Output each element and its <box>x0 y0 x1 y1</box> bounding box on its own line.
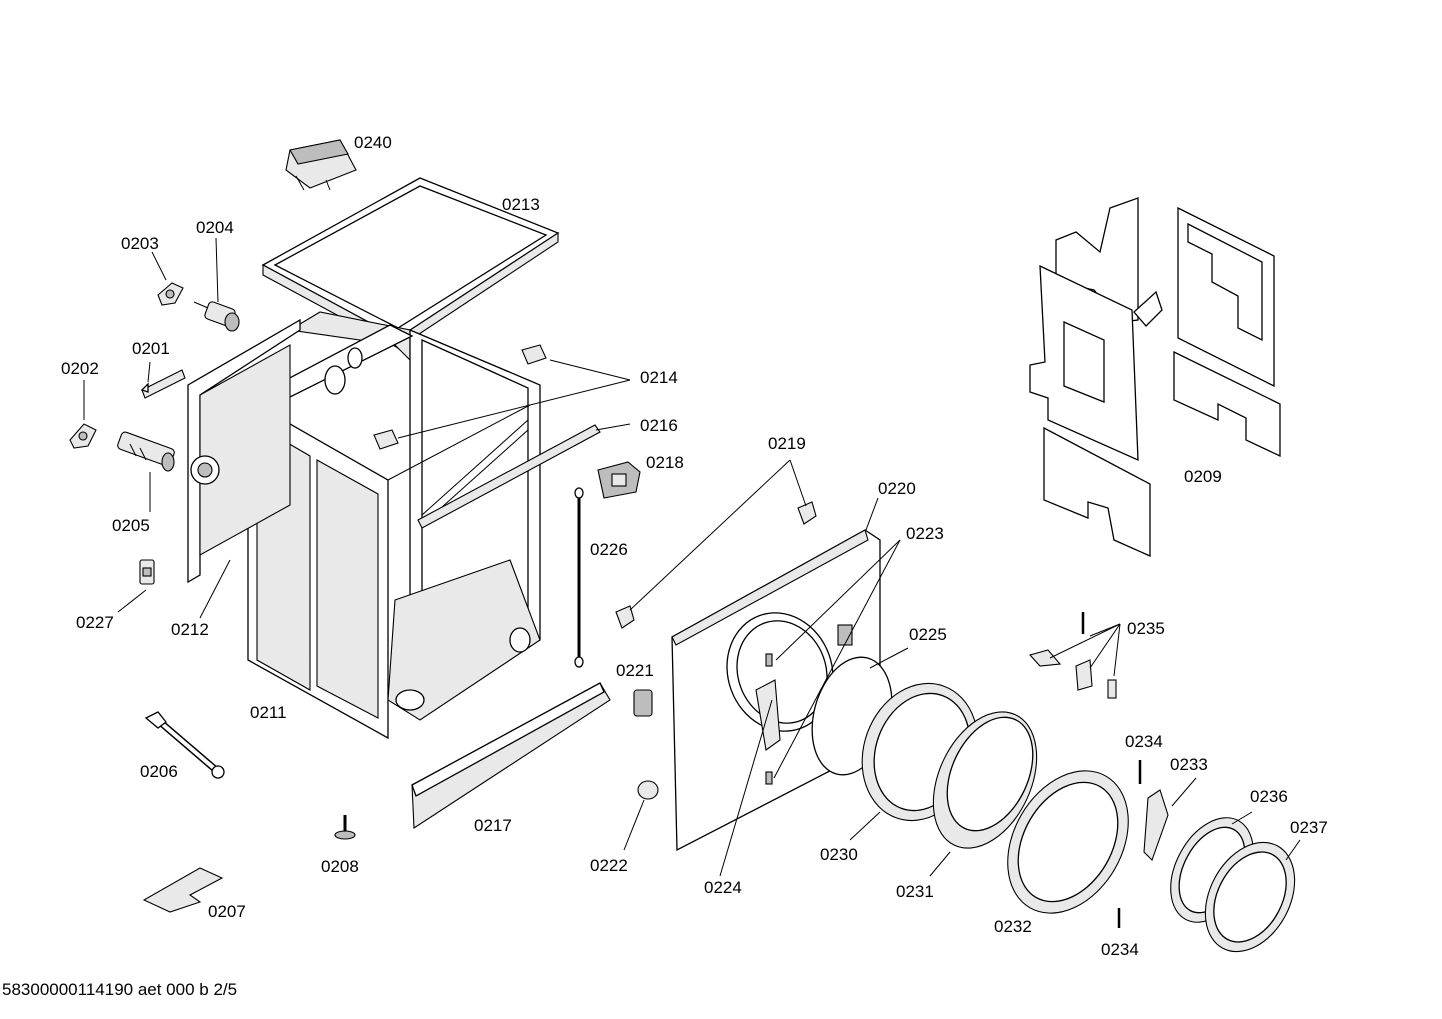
label-0237: 0237 <box>1290 818 1328 837</box>
part-0209-insulation <box>1029 197 1281 558</box>
label-0205: 0205 <box>112 516 150 535</box>
label-0234-top: 0234 <box>1125 732 1163 751</box>
part-0216-drawing <box>417 424 601 529</box>
label-0232: 0232 <box>994 917 1032 936</box>
part-0213-worktop <box>261 177 560 350</box>
part-0218-drawing <box>597 461 641 499</box>
part-0240-drawing <box>285 139 357 191</box>
label-0209: 0209 <box>1184 467 1222 486</box>
label-0233: 0233 <box>1170 755 1208 774</box>
label-0212: 0212 <box>171 620 209 639</box>
label-0207: 0207 <box>208 902 246 921</box>
label-0220: 0220 <box>878 479 916 498</box>
label-0218: 0218 <box>646 453 684 472</box>
leader-lines <box>83 237 1301 877</box>
part-0217-kickplate <box>411 682 611 829</box>
label-0201: 0201 <box>132 339 170 358</box>
label-0219: 0219 <box>768 434 806 453</box>
label-0203: 0203 <box>121 234 159 253</box>
label-0227: 0227 <box>76 613 114 632</box>
part-0234-pins <box>1117 760 1142 928</box>
label-0226: 0226 <box>590 540 628 559</box>
label-0225: 0225 <box>909 625 947 644</box>
part-0205-drawing <box>117 431 175 472</box>
part-0201-drawing <box>140 369 186 399</box>
part-0207-plate <box>142 867 224 913</box>
label-0221: 0221 <box>616 661 654 680</box>
part-0226-drawing <box>574 487 584 668</box>
label-0208: 0208 <box>321 857 359 876</box>
part-0219-drawing <box>615 501 817 629</box>
part-0232-outer-ring <box>1007 770 1129 914</box>
part-0221-drawing <box>633 689 653 717</box>
part-0206-spanner <box>144 711 225 779</box>
label-0217: 0217 <box>474 816 512 835</box>
part-0235-hinge-set <box>1028 612 1117 699</box>
label-0224: 0224 <box>704 878 742 897</box>
label-0240: 0240 <box>354 133 392 152</box>
label-0216: 0216 <box>640 416 678 435</box>
part-0233-handle <box>1143 789 1169 862</box>
label-0202: 0202 <box>61 359 99 378</box>
label-0206: 0206 <box>140 762 178 781</box>
part-0202-drawing <box>69 423 97 449</box>
part-0211-cabinet <box>246 311 541 740</box>
label-0204: 0204 <box>196 218 234 237</box>
part-0222-drawing <box>637 780 659 800</box>
part-0203-drawing <box>157 282 184 306</box>
label-0214: 0214 <box>640 368 678 387</box>
label-0211: 0211 <box>250 703 287 722</box>
label-0230: 0230 <box>820 845 858 864</box>
part-0214-drawing <box>373 344 547 450</box>
part-0212-side-panel <box>187 318 301 584</box>
label-0222: 0222 <box>590 856 628 875</box>
label-0234-bottom: 0234 <box>1101 940 1139 959</box>
label-0213: 0213 <box>502 195 540 214</box>
part-0231-glass <box>932 711 1038 849</box>
label-0236: 0236 <box>1250 787 1288 806</box>
label-0235: 0235 <box>1127 619 1165 638</box>
label-0223: 0223 <box>906 524 944 543</box>
part-0227-drawing <box>139 559 155 585</box>
part-0237-ring <box>1204 841 1296 953</box>
document-id-footer: 58300000114190 aet 000 b 2/5 <box>2 980 238 999</box>
part-0204-drawing <box>193 301 240 332</box>
part-0208-foot <box>334 815 356 840</box>
label-0231: 0231 <box>896 882 934 901</box>
part-labels: 0240 0213 0204 0203 0201 0202 0214 0216 … <box>61 133 1328 959</box>
